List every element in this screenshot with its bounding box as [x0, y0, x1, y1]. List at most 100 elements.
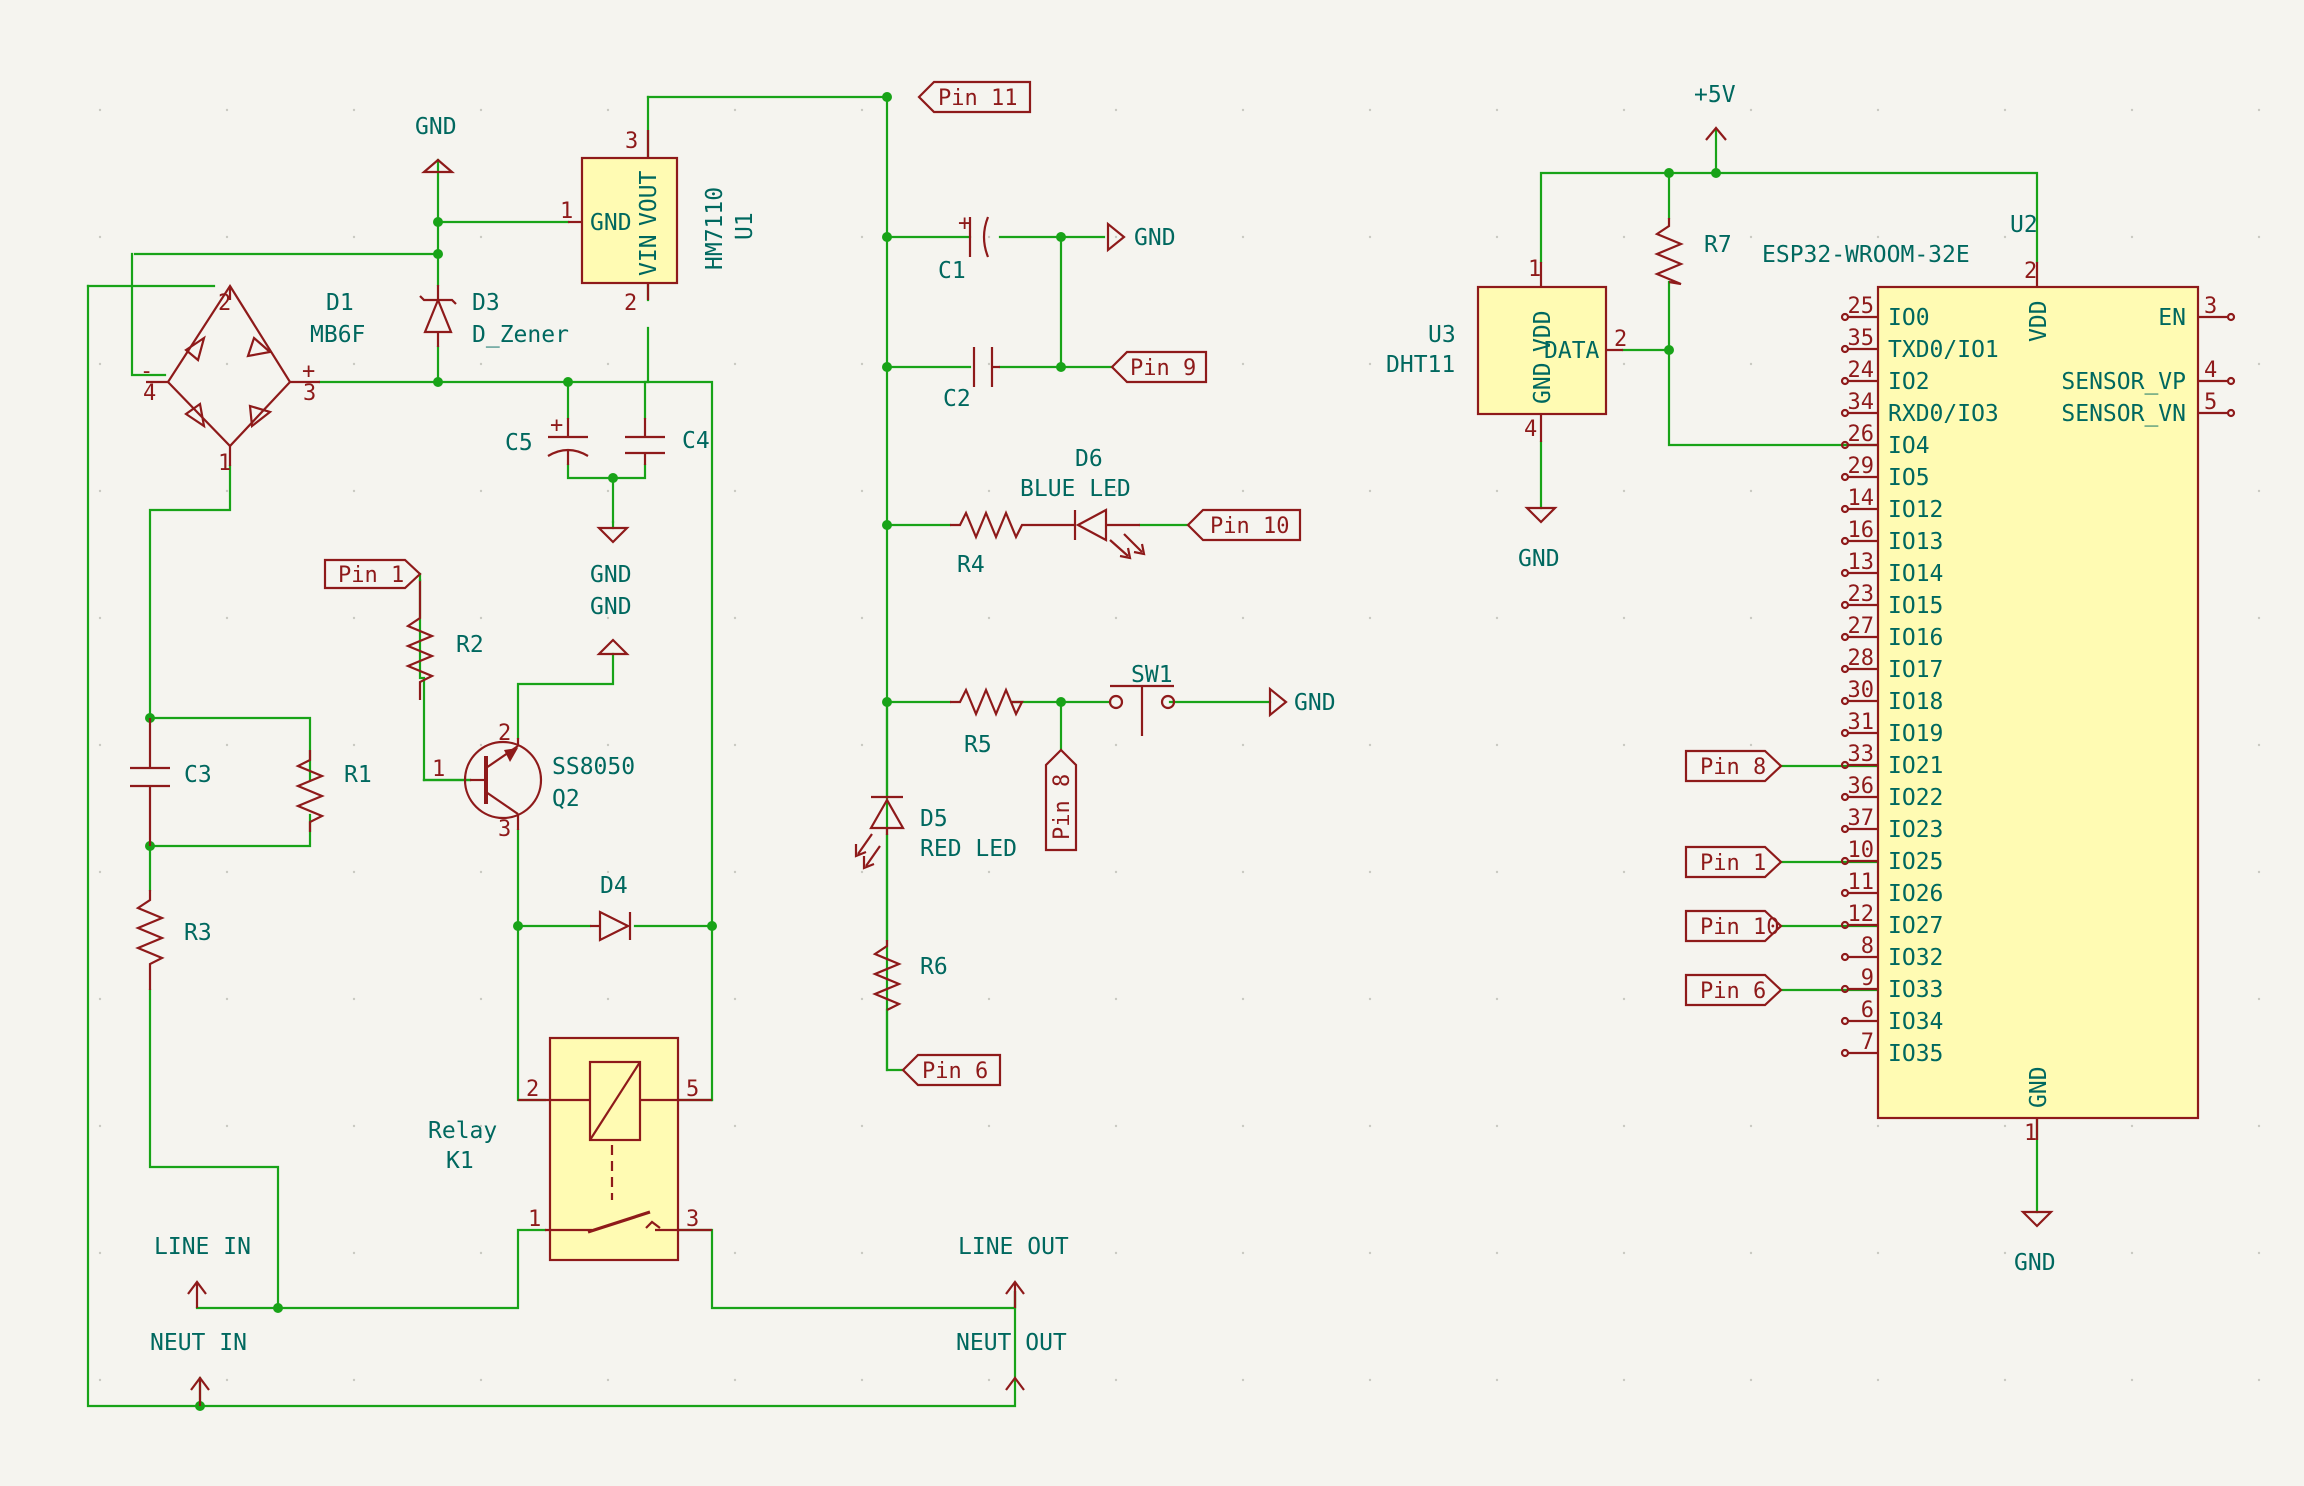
regulator-u1: 1 2 3 GND VIN VOUT HM7110 U1 — [560, 129, 758, 316]
k1-ref: K1 — [446, 1148, 474, 1174]
u2-pin-number: 37 — [1848, 806, 1875, 831]
u2-pin-name: IO0 — [1888, 305, 1930, 331]
resistor-r4: R4 — [950, 510, 1075, 578]
u2-pin-number: 8 — [1861, 934, 1874, 959]
net-label-pin8-u2: Pin 8 — [1684, 749, 1783, 783]
svg-text:Pin 8: Pin 8 — [1050, 774, 1075, 840]
u2-pin-name: IO22 — [1888, 785, 1943, 811]
power-gnd-c5: GND — [590, 520, 632, 588]
svg-text:Pin 10: Pin 10 — [1700, 915, 1779, 940]
capacitor-c2: C2 — [943, 347, 1000, 412]
u1-ref: U1 — [732, 212, 758, 240]
u2-pin-name: EN — [2158, 305, 2186, 331]
u2-pin-name: IO2 — [1888, 369, 1930, 395]
u2-pin-number: 12 — [1848, 902, 1875, 927]
power-line-in: LINE IN — [154, 1234, 251, 1308]
u2-gnd-name: GND — [2026, 1066, 2052, 1108]
relay-k1: 2 5 1 3 Relay K1 — [428, 1036, 712, 1262]
u2-pin-name: IO27 — [1888, 913, 1943, 939]
gnd-label: GND — [2014, 1250, 2056, 1276]
u2-vdd-pin-num: 2 — [2024, 259, 2037, 284]
u3-pin-data-name: DATA — [1544, 338, 1600, 364]
u2-pin-io27: 12 IO27 — [1840, 902, 1943, 939]
u2-pin-name: IO33 — [1888, 977, 1943, 1003]
u2-pin-number: 13 — [1848, 550, 1875, 575]
net-label-pin1-u2: Pin 1 — [1684, 845, 1783, 879]
power-gnd-sw1: GND — [1268, 686, 1336, 718]
d1-pin-plus: + — [302, 359, 315, 384]
u2-pin-name: IO34 — [1888, 1009, 1943, 1035]
u2-pin-number: 34 — [1848, 390, 1875, 415]
resistor-r1: R1 — [295, 750, 372, 832]
u2-pin-number: 16 — [1848, 518, 1875, 543]
u2-pin-number: 6 — [1861, 998, 1874, 1023]
u2-pin-name: SENSOR_VP — [2061, 369, 2186, 395]
power-gnd-u2: GND — [2014, 1210, 2056, 1276]
u3-pin-4: 4 — [1524, 417, 1537, 442]
u3-pin-vdd-name: VDD — [1530, 310, 1556, 352]
net-label-pin8-sw: Pin 8 — [1044, 748, 1078, 852]
net-label-pin6-u2: Pin 6 — [1684, 973, 1783, 1007]
u2-pin-number: 10 — [1848, 838, 1875, 863]
u2-pin-number: 29 — [1848, 454, 1875, 479]
k1-value: Relay — [428, 1118, 497, 1144]
u2-pin-name: IO21 — [1888, 753, 1943, 779]
u2-pin-number: 9 — [1861, 966, 1874, 991]
gnd-label: GND — [1134, 225, 1176, 251]
power-gnd-u3: GND — [1518, 506, 1560, 572]
u2-vdd-name: VDD — [2026, 300, 2052, 342]
u2-value: ESP32-WROOM-32E — [1762, 242, 1970, 268]
line-in-label: LINE IN — [154, 1234, 251, 1260]
u2-pin-name: IO13 — [1888, 529, 1943, 555]
r6-ref: R6 — [920, 954, 948, 980]
d5-value: RED LED — [920, 836, 1017, 862]
svg-text:Pin 6: Pin 6 — [1700, 979, 1766, 1004]
svg-text:+: + — [550, 413, 563, 438]
svg-text:Pin 8: Pin 8 — [1700, 755, 1766, 780]
d1-pin-4: 4 — [143, 381, 156, 406]
u2-pin-number: 14 — [1848, 486, 1875, 511]
q2-pin-3: 3 — [498, 817, 511, 842]
net-label-pin1-r2: Pin 1 — [323, 558, 422, 590]
u2-pin-number: 23 — [1848, 582, 1875, 607]
d1-pin-2: 2 — [218, 291, 231, 316]
u3-pin-1: 1 — [1528, 257, 1541, 282]
q2-pin-1: 1 — [432, 757, 445, 782]
u2-pin-name: IO16 — [1888, 625, 1943, 651]
neut-out-label: NEUT OUT — [956, 1330, 1067, 1356]
power-line-out: LINE OUT — [958, 1234, 1069, 1308]
diode-d4: D4 — [590, 873, 632, 942]
c3-ref: C3 — [184, 762, 212, 788]
capacitor-c3: C3 — [130, 718, 212, 846]
u1-value: HM7110 — [702, 187, 728, 270]
r7-ref: R7 — [1704, 232, 1732, 258]
q2-value: SS8050 — [552, 754, 635, 780]
u2-pin-number: 36 — [1848, 774, 1875, 799]
capacitor-c4: C4 — [625, 418, 710, 465]
u2-pin-number: 27 — [1848, 614, 1875, 639]
resistor-r2: R2 — [405, 580, 484, 700]
r1-ref: R1 — [344, 762, 372, 788]
d1-pin-minus: - — [140, 359, 153, 384]
net-label-pin6-r6: Pin 6 — [901, 1053, 1002, 1087]
u2-pin-number: 5 — [2204, 390, 2217, 415]
svg-text:Pin 10: Pin 10 — [1210, 514, 1289, 539]
q2-pin-2: 2 — [498, 721, 511, 746]
u2-ref: U2 — [2010, 212, 2038, 238]
svg-text:+: + — [958, 211, 971, 236]
r3-ref: R3 — [184, 920, 212, 946]
